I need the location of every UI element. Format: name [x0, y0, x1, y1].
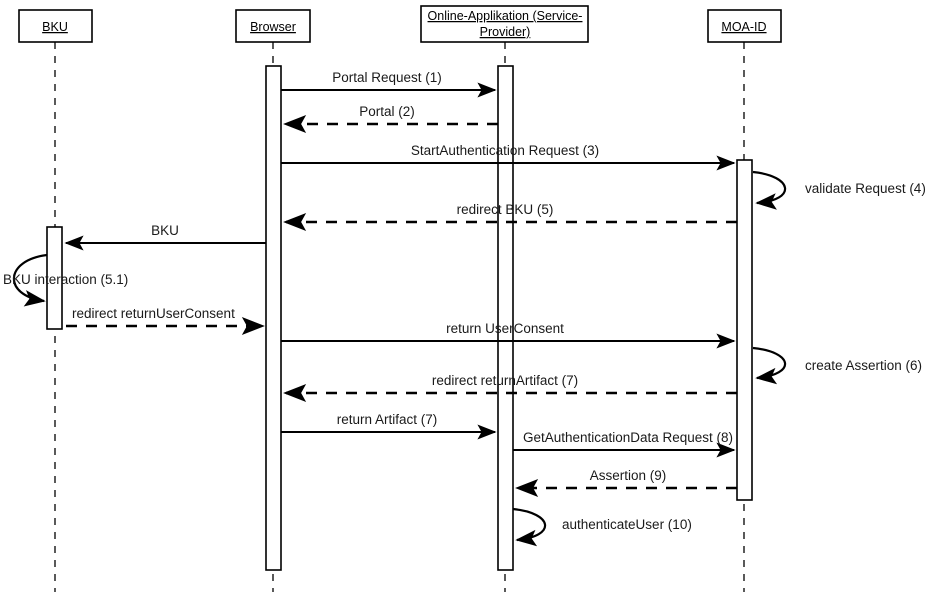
- participant-label-bku: BKU: [42, 20, 68, 34]
- activation-browser: [265, 65, 282, 571]
- message-portal-response: Portal (2): [283, 104, 498, 134]
- activation-moaid: [736, 159, 753, 501]
- activation-oa: [497, 65, 514, 571]
- message-startauthentication-request: StartAuthentication Request (3): [281, 143, 736, 171]
- message-create-assertion: create Assertion (6): [752, 346, 922, 385]
- message-label-bku-call: BKU: [151, 223, 179, 238]
- participant-header-browser[interactable]: Browser: [235, 9, 311, 43]
- message-label-create-assertion: create Assertion (6): [805, 358, 922, 373]
- message-return-userconsent: return UserConsent: [281, 321, 736, 349]
- participant-label-oa-line2: Provider): [480, 25, 531, 39]
- message-validate-request: validate Request (4): [752, 170, 926, 210]
- participant-label-moaid: MOA-ID: [721, 20, 766, 34]
- activation-bku: [46, 226, 63, 330]
- participant-header-bku[interactable]: BKU: [18, 9, 93, 43]
- participant-header-moaid[interactable]: MOA-ID: [707, 9, 782, 43]
- message-redirect-returnartifact: redirect returnArtifact (7): [283, 373, 737, 403]
- participant-label-browser: Browser: [250, 20, 296, 34]
- message-label-validate-request: validate Request (4): [805, 181, 926, 196]
- message-label-return-artifact: return Artifact (7): [337, 412, 438, 427]
- message-label-portal-request: Portal Request (1): [332, 70, 442, 85]
- message-portal-request: Portal Request (1): [281, 70, 497, 98]
- message-label-authenticateuser: authenticateUser (10): [562, 517, 692, 532]
- message-label-getauthenticationdata-request: GetAuthenticationData Request (8): [523, 430, 733, 445]
- message-label-redirect-bku: redirect BKU (5): [457, 202, 554, 217]
- message-label-redirect-returnartifact: redirect returnArtifact (7): [432, 373, 578, 388]
- message-bku-interaction: BKU interaction (5.1): [3, 253, 128, 307]
- message-label-startauthentication-request: StartAuthentication Request (3): [411, 143, 599, 158]
- message-authenticateuser: authenticateUser (10): [512, 507, 692, 547]
- message-bku-call: BKU: [64, 223, 266, 251]
- message-redirect-returnuserconsent: redirect returnUserConsent: [66, 306, 265, 336]
- message-label-assertion: Assertion (9): [590, 468, 667, 483]
- message-redirect-bku: redirect BKU (5): [283, 202, 737, 232]
- participant-header-oa[interactable]: Online-Applikation (Service- Provider): [420, 5, 589, 43]
- message-label-redirect-returnuserconsent: redirect returnUserConsent: [72, 306, 235, 321]
- message-assertion: Assertion (9): [515, 468, 737, 498]
- message-label-bku-interaction: BKU interaction (5.1): [3, 272, 128, 287]
- message-return-artifact: return Artifact (7): [281, 412, 497, 440]
- message-label-portal-response: Portal (2): [359, 104, 415, 119]
- participant-label-oa-line1: Online-Applikation (Service-: [428, 9, 583, 23]
- message-label-return-userconsent: return UserConsent: [446, 321, 564, 336]
- message-getauthenticationdata-request: GetAuthenticationData Request (8): [513, 430, 736, 458]
